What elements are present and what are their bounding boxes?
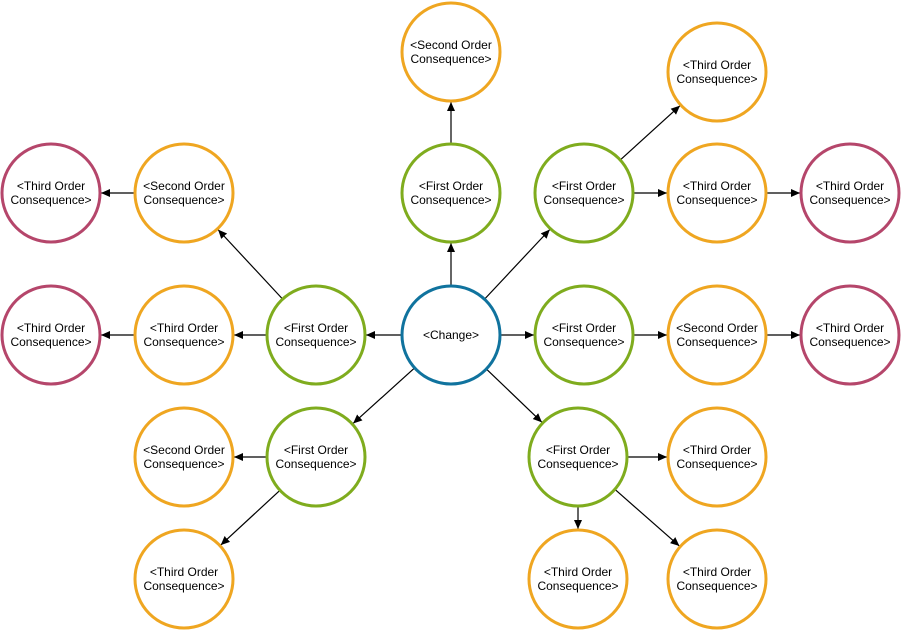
second-circle [400, 1, 502, 103]
terminal-circle [0, 142, 102, 244]
node-label-line: <Third Order [816, 321, 884, 335]
first-circle [265, 284, 367, 386]
node-label-line: Consequence> [143, 579, 224, 593]
arrow-change-to-f-downleft [352, 368, 415, 424]
second-circle [133, 142, 235, 244]
node-label-line: <First Order [419, 179, 483, 193]
node-label-line: Consequence> [10, 193, 91, 207]
node-label-line: <Change> [423, 328, 479, 342]
terminal-circle [799, 284, 901, 386]
node-label-line: <Third Order [683, 565, 751, 579]
first-circle [533, 284, 635, 386]
node-label-line: <Third Order [683, 179, 751, 193]
node-label-line: <Third Order [17, 321, 85, 335]
node-label-line: <First Order [284, 443, 348, 457]
third-circle [527, 528, 629, 630]
node-label-line: <Third Order [17, 179, 85, 193]
arrow-f-downright-to-t-dr-diag [615, 489, 680, 547]
node-label-line: <Third Order [150, 321, 218, 335]
node-label-line: Consequence> [143, 193, 224, 207]
node-label-line: Consequence> [143, 457, 224, 471]
node-label-line: Consequence> [10, 335, 91, 349]
node-label-line: <First Order [546, 443, 610, 457]
second-circle [666, 284, 768, 386]
terminal-circle [799, 142, 901, 244]
node-label-line: <First Order [552, 179, 616, 193]
first-circle [400, 142, 502, 244]
first-circle [533, 142, 635, 244]
third-circle [666, 21, 768, 123]
node-label-line: <Second Order [676, 321, 758, 335]
node-label-line: Consequence> [676, 335, 757, 349]
node-label-line: Consequence> [275, 457, 356, 471]
arrow-f-upright-to-t-ur-top [620, 105, 681, 160]
arrow-change-to-f-downright [486, 369, 543, 423]
node-label-line: Consequence> [676, 579, 757, 593]
edges-layer [101, 102, 800, 547]
node-label-line: Consequence> [537, 457, 618, 471]
arrow-f-left-to-s-left-upper [217, 229, 283, 299]
node-label-line: <Third Order [150, 565, 218, 579]
node-label-line: Consequence> [676, 193, 757, 207]
node-label-line: Consequence> [809, 193, 890, 207]
node-label-line: Consequence> [543, 193, 624, 207]
first-circle [265, 406, 367, 508]
node-label-line: <Third Order [816, 179, 884, 193]
node-label-line: <Second Order [143, 443, 225, 457]
terminal-circle [0, 284, 102, 386]
node-label-line: Consequence> [676, 457, 757, 471]
node-label-line: Consequence> [676, 72, 757, 86]
node-label-line: <First Order [284, 321, 348, 335]
third-circle [133, 528, 235, 630]
node-label-line: <Third Order [683, 443, 751, 457]
node-label-line: Consequence> [537, 579, 618, 593]
node-label-line: Consequence> [275, 335, 356, 349]
node-label-line: <Second Order [143, 179, 225, 193]
node-label-line: <Second Order [410, 38, 492, 52]
first-circle [527, 406, 629, 508]
node-label-line: <First Order [552, 321, 616, 335]
node-label-line: Consequence> [809, 335, 890, 349]
arrow-change-to-f-upright [484, 229, 551, 299]
node-change[interactable]: <Change> [400, 284, 502, 386]
arrow-f-downleft-to-t-dl-diag [220, 490, 280, 546]
node-label-line: Consequence> [410, 193, 491, 207]
second-circle [133, 406, 235, 508]
third-circle [666, 406, 768, 508]
third-circle [666, 142, 768, 244]
node-label-line: Consequence> [143, 335, 224, 349]
node-label-line: <Third Order [544, 565, 612, 579]
node-label-line: Consequence> [543, 335, 624, 349]
node-label-line: Consequence> [410, 52, 491, 66]
third-circle [133, 284, 235, 386]
change-circle [400, 284, 502, 386]
third-circle [666, 528, 768, 630]
node-label-line: <Third Order [683, 58, 751, 72]
